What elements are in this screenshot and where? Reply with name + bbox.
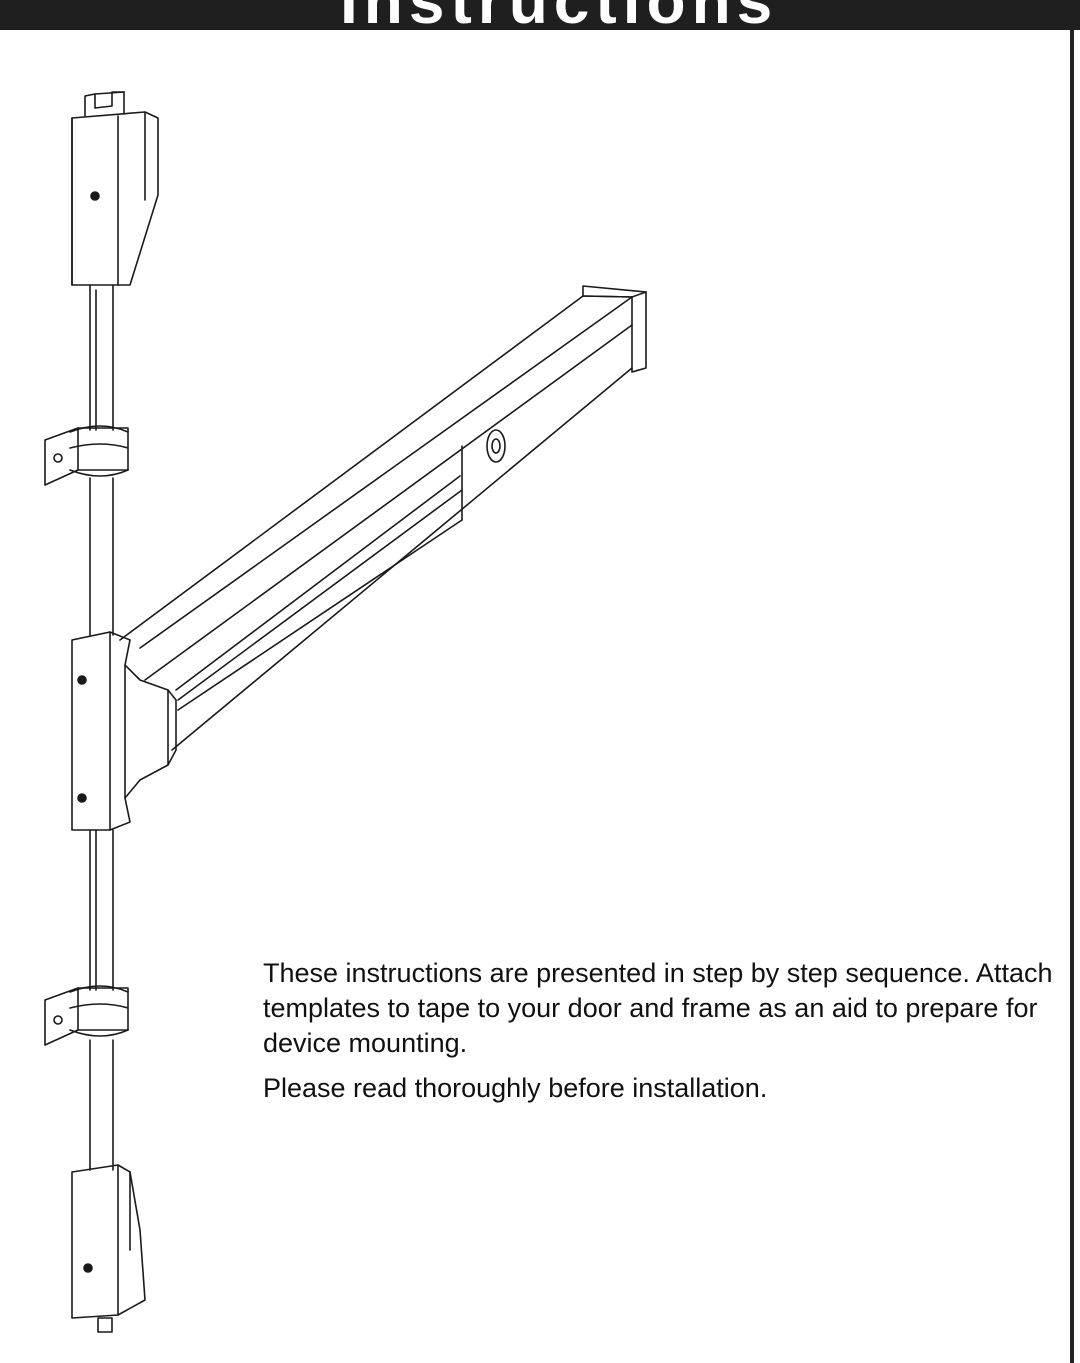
read-before-install-note: Please read thoroughly before installati… <box>263 1073 768 1103</box>
top-latch <box>71 91 159 286</box>
bottom-latch <box>71 1164 146 1333</box>
push-bar <box>119 285 647 751</box>
page-border-right <box>1070 30 1074 1363</box>
intro-paragraph: These instructions are presented in step… <box>263 958 1053 1058</box>
intro-text: These instructions are presented in step… <box>263 956 1053 1106</box>
center-case <box>71 631 177 831</box>
header-band: Instructions <box>0 0 1080 30</box>
vertical-rod <box>89 284 114 1171</box>
lower-rod-guide <box>44 985 129 1046</box>
upper-rod-guide <box>44 425 129 486</box>
header-title: Instructions <box>340 0 778 30</box>
cylinder-icon <box>486 429 506 463</box>
